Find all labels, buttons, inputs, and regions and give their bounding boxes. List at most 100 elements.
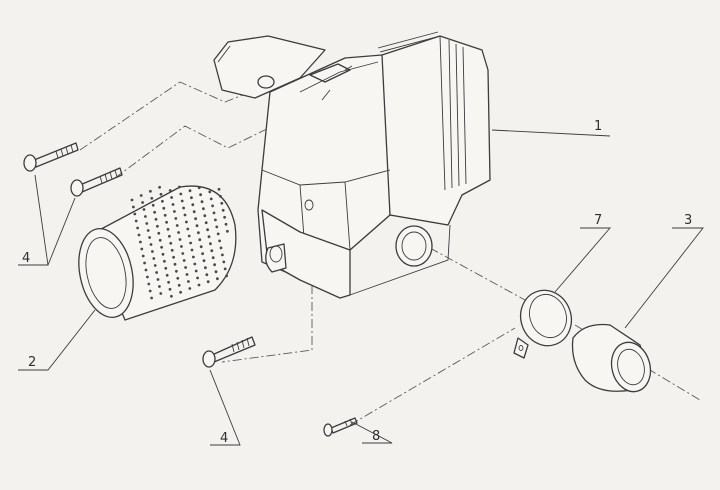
perforation-dot (179, 290, 183, 294)
perforation-dot (150, 296, 154, 300)
perforation-dot (150, 196, 154, 200)
perforation-dot (187, 280, 190, 283)
perforation-dot (159, 192, 163, 196)
perforation-dot (198, 238, 202, 242)
perforation-dot (219, 246, 223, 250)
perforation-dot (202, 207, 205, 211)
perforation-dot (191, 203, 195, 207)
perforation-dot (146, 229, 150, 232)
perforation-dot (190, 248, 194, 252)
perforation-dot (139, 240, 142, 244)
perforation-dot (170, 196, 174, 199)
perforation-dot (219, 194, 222, 198)
perforation-dot (181, 252, 185, 255)
perforation-dot (183, 213, 187, 217)
perforation-dot (161, 199, 164, 203)
perforation-dot (139, 194, 143, 197)
perforation-dot (168, 287, 172, 291)
perforation-dot (206, 280, 210, 284)
perforation-dot (214, 270, 218, 274)
hose-clamp (513, 289, 573, 359)
perforation-dot (175, 269, 178, 273)
perforation-dot (137, 233, 141, 237)
perforation-dot (158, 285, 161, 288)
perforation-dot (186, 227, 190, 231)
perforation-dot (226, 229, 229, 233)
perforation-dot (145, 222, 149, 225)
perforation-dot (179, 192, 183, 196)
perforation-dot (134, 219, 138, 223)
perforation-dot (200, 200, 204, 204)
perforation-dot (194, 269, 198, 273)
perforation-dot (178, 238, 182, 241)
perforation-dot (223, 215, 227, 219)
perforation-pattern (130, 185, 229, 300)
callout-label-filter: 2 (28, 355, 36, 370)
perforation-dot (156, 224, 159, 228)
perforation-dot (151, 250, 154, 253)
perforation-dot (148, 236, 152, 239)
perforation-dot (180, 245, 183, 248)
perforation-dot (195, 224, 199, 228)
air-filter-housing (213, 31, 491, 299)
perforation-dot (165, 273, 169, 277)
perforation-dot (207, 235, 211, 239)
perforation-dot (142, 208, 146, 211)
perforation-dot (165, 220, 169, 224)
perforation-dot (208, 190, 212, 194)
perforation-dot (199, 193, 203, 197)
perforation-dot (143, 261, 147, 265)
perforation-dot (211, 204, 215, 208)
callout-label-screw-lower: 4 (220, 431, 228, 446)
intake-sleeve (571, 323, 652, 393)
callout-label-sleeve: 3 (684, 213, 692, 228)
perforation-dot (197, 186, 201, 190)
perforation-dot (213, 263, 217, 267)
callout-label-housing: 1 (594, 119, 602, 134)
perforation-dot (160, 245, 164, 249)
perforation-dot (176, 276, 180, 280)
perforation-dot (192, 255, 195, 259)
screw-upper-left (23, 142, 79, 172)
perforation-dot (144, 268, 148, 272)
perforation-dot (159, 292, 163, 295)
perforation-dot (209, 197, 213, 201)
perforation-dot (205, 273, 209, 277)
perforation-dot (182, 259, 186, 262)
callout-label-clamp: 7 (594, 213, 602, 228)
perforation-dot (204, 221, 208, 225)
perforation-dot (155, 271, 159, 274)
perforation-dot (174, 217, 178, 220)
perforation-dot (151, 203, 155, 207)
perforation-dot (216, 232, 220, 236)
perforation-dot (188, 189, 192, 193)
perforation-dot (170, 248, 174, 252)
perforation-dot (153, 264, 157, 267)
perforation-dot (202, 259, 206, 263)
clamp-screw (323, 417, 358, 437)
perforation-dot (223, 267, 227, 271)
perforation-dot (197, 231, 200, 235)
perforation-dot (146, 275, 149, 279)
screw-lower (202, 336, 256, 368)
perforation-dot (196, 276, 200, 280)
perforation-dot (175, 224, 179, 227)
perforation-dot (211, 256, 215, 260)
perforation-dot (149, 243, 153, 246)
perforation-dot (133, 212, 137, 216)
perforation-dot (216, 277, 219, 281)
perforation-dot (221, 208, 225, 212)
perforation-dot (178, 185, 181, 189)
perforation-dot (141, 201, 145, 204)
perforation-dot (190, 196, 193, 200)
perforation-dot (194, 217, 198, 221)
perforation-dot (152, 257, 156, 260)
perforation-dot (222, 260, 226, 264)
perforation-dot (163, 213, 167, 217)
perforation-dot (192, 210, 196, 214)
perforation-dot (197, 283, 201, 287)
callout-label-screw-upper: 4 (22, 251, 30, 266)
perforation-dot (163, 259, 166, 263)
